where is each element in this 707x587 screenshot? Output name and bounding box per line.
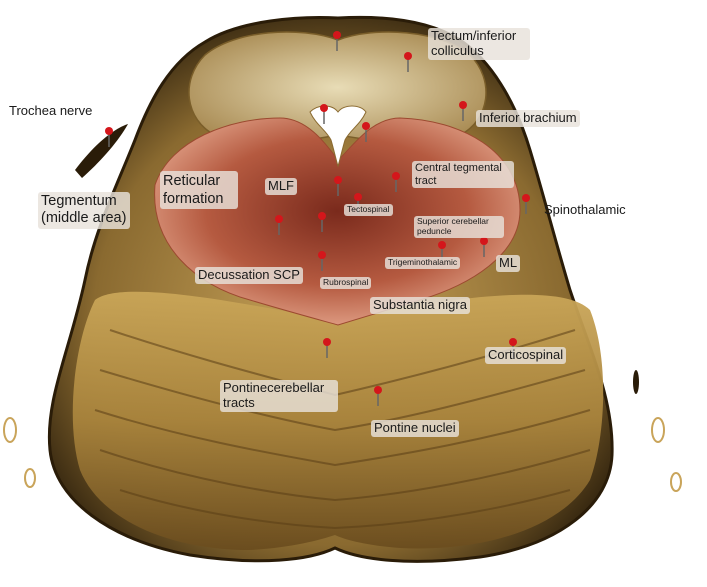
- label-spinothalamic: Spinothalamic: [544, 202, 626, 217]
- label-substantia-nigra: Substantia nigra: [370, 297, 470, 314]
- pin-icon: [275, 215, 283, 235]
- pin-icon: [374, 386, 382, 406]
- label-tectospinal: Tectospinal: [344, 204, 393, 216]
- pin-icon: [459, 101, 467, 121]
- label-reticular-formation: Reticular formation: [160, 171, 238, 210]
- pin-icon: [522, 194, 530, 214]
- pin-icon: [320, 104, 328, 124]
- label-trochlear-nerve: Trochea nerve: [9, 103, 93, 118]
- pin-icon: [334, 176, 342, 196]
- label-trigeminothalamic: Trigeminothalamic: [385, 257, 461, 269]
- pin-icon: [480, 237, 488, 257]
- pin-icon: [323, 338, 331, 358]
- pin-icon: [362, 122, 370, 142]
- pin-icon: [333, 31, 341, 51]
- label-mlf: MLF: [265, 178, 297, 195]
- label-rubrospinal: Rubrospinal: [320, 277, 372, 289]
- pin-icon: [318, 212, 326, 232]
- label-pontinecerebellar-tracts: Pontinecerebellar tracts: [220, 380, 338, 412]
- pin-icon: [318, 251, 326, 271]
- label-pontine-nuclei: Pontine nuclei: [371, 420, 459, 437]
- label-tegmentum-middle-area: Tegmentum (middle area): [38, 192, 130, 229]
- trochlear-nerve: [75, 124, 128, 178]
- pons-region: [72, 291, 604, 550]
- label-decussation-scp: Decussation SCP: [195, 267, 303, 284]
- label-superior-cerebellar-peduncle: Superior cerebellar peduncle: [414, 216, 504, 238]
- pin-icon: [392, 172, 400, 192]
- label-central-tegmental-tract: Central tegmental tract: [412, 161, 514, 189]
- label-corticospinal: Corticospinal: [485, 347, 567, 364]
- pin-icon: [105, 127, 113, 147]
- label-tectum-inferior-colliculus: Tectum/inferior colliculus: [428, 28, 530, 60]
- label-inferior-brachium: Inferior brachium: [476, 110, 580, 127]
- label-ml: ML: [496, 255, 521, 272]
- pin-icon: [404, 52, 412, 72]
